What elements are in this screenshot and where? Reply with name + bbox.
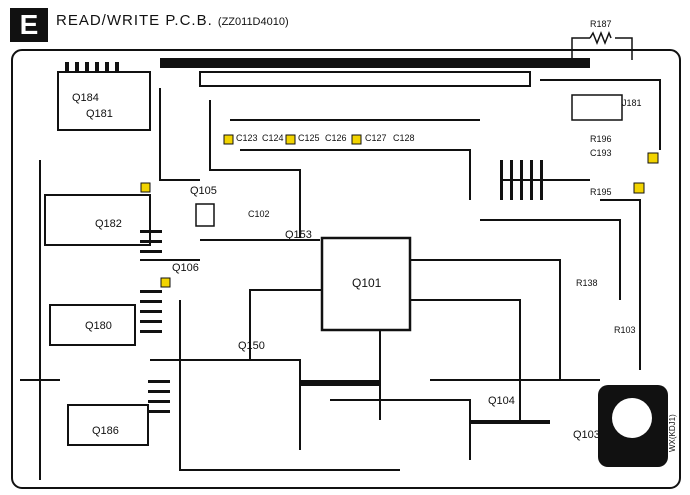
marker-5: [351, 134, 362, 145]
label-q180: Q180: [85, 320, 112, 332]
ic-lower-left: [67, 404, 149, 446]
label-q153: Q153: [285, 229, 312, 241]
transistor-q105: [195, 203, 215, 227]
board-title: READ/WRITE P.C.B. (ZZ011D4010): [56, 12, 289, 29]
label-c124: C124: [262, 133, 284, 143]
ic-q184: [57, 71, 151, 131]
label-q103: Q103: [573, 429, 600, 441]
marker-7: [633, 182, 645, 194]
label-q182: Q182: [95, 218, 122, 230]
label-q106: Q106: [172, 262, 199, 274]
resistor-r187: R187: [571, 19, 633, 60]
label-r103: R103: [614, 325, 636, 335]
label-q184: Q184: [72, 92, 99, 104]
label-q104: Q104: [488, 395, 515, 407]
trace-network: [20, 79, 661, 480]
board-title-text: READ/WRITE P.C.B.: [56, 12, 213, 29]
top-connector-body: [199, 71, 531, 87]
label-c128: C128: [393, 133, 415, 143]
label-r187: R187: [590, 19, 612, 29]
section-badge: E: [10, 8, 48, 42]
mounting-hole: [612, 398, 652, 438]
label-q181: Q181: [86, 108, 113, 120]
marker-6: [647, 152, 659, 164]
label-q150: Q150: [238, 340, 265, 352]
label-c123: C123: [236, 133, 258, 143]
label-j181: J181: [622, 98, 642, 108]
label-c127: C127: [365, 133, 387, 143]
ic-q101: [320, 236, 412, 332]
label-r195: R195: [590, 187, 612, 197]
side-code: WX(KDJ1): [668, 414, 677, 452]
marker-3: [223, 134, 234, 145]
label-lower-left: Q186: [92, 425, 119, 437]
top-connector-strip: [160, 58, 590, 68]
label-q105: Q105: [190, 185, 217, 197]
pad-rows: [65, 62, 550, 424]
label-q101: Q101: [352, 276, 382, 290]
marker-2: [160, 277, 171, 288]
board-outline: [11, 49, 681, 489]
jumper-j181: [571, 94, 623, 121]
marker-1: [140, 182, 151, 193]
ic-q182: [44, 194, 151, 246]
label-c193: C193: [590, 148, 612, 158]
label-r196: R196: [590, 134, 612, 144]
label-r138: R138: [576, 278, 598, 288]
ic-q180: [49, 304, 136, 346]
label-c102: C102: [248, 209, 270, 219]
board-part-code: (ZZ011D4010): [217, 16, 289, 28]
marker-4: [285, 134, 296, 145]
label-c125: C125: [298, 133, 320, 143]
label-c126: C126: [325, 133, 347, 143]
